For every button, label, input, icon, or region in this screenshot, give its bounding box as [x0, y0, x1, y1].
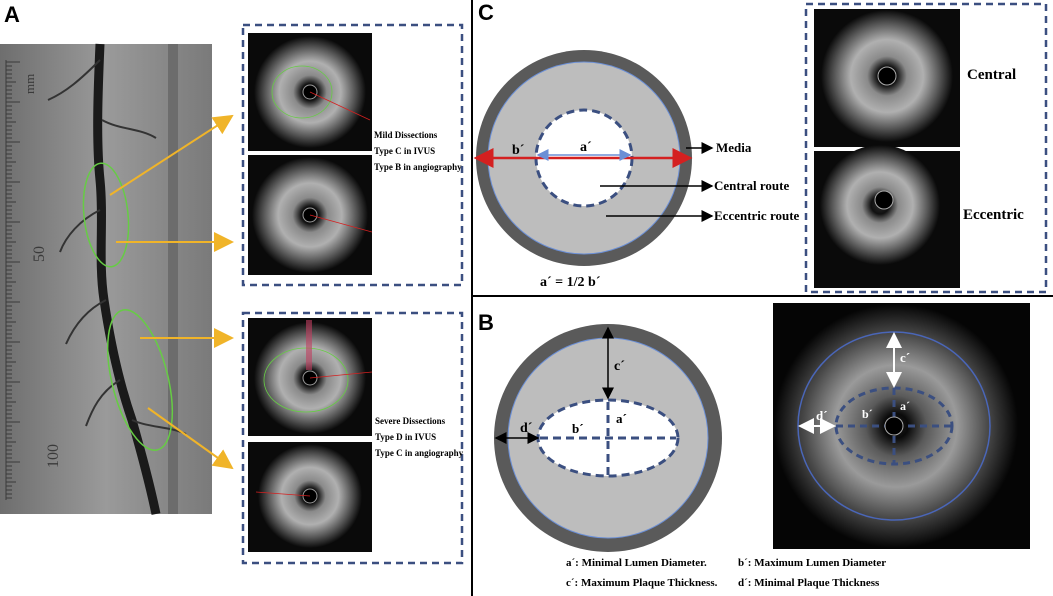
legend-a: a´: Minimal Lumen Diameter.: [566, 557, 707, 569]
mild-line-1: Mild Dissections: [374, 130, 438, 140]
panel-a-letter: A: [4, 2, 20, 27]
panel-c-label-a: a´: [580, 140, 592, 155]
panel-b-label-d: d´: [520, 421, 533, 436]
panel-c-label-b: b´: [512, 143, 525, 158]
yellow-arrow-1: [109, 114, 234, 196]
lesion-ellipse-severe: [106, 309, 174, 451]
ivus-image-a4: [248, 442, 372, 552]
ruler-unit: mm: [22, 74, 37, 94]
panel-b-diagram: [494, 324, 722, 552]
panel-b-label-a: a´: [616, 411, 627, 426]
ivus-image-measure: [773, 303, 1030, 549]
angiography-image: mm 50 100: [0, 43, 212, 515]
central-route-label: Central route: [714, 178, 789, 193]
lesion-ellipse-mild: [82, 162, 130, 268]
severe-line-2: Type D in IVUS: [375, 432, 436, 442]
panel-b-letter: B: [478, 310, 494, 335]
ivus-image-central: [814, 9, 960, 147]
ivus-image-eccentric: [814, 145, 960, 288]
equation-label: a´ = 1/2 b´: [540, 275, 601, 290]
ivus-image-a1: [248, 33, 372, 151]
panel-b-label-c: c´: [614, 359, 625, 374]
severe-line-1: Severe Dissections: [375, 416, 446, 426]
ruler-ticks: [6, 61, 20, 499]
mild-dissection-box: [241, 23, 464, 287]
ivus-label-d: d´: [816, 408, 828, 423]
ivus-image-a3: [248, 318, 373, 436]
route-example-box: [804, 2, 1048, 294]
yellow-arrow-4: [147, 407, 234, 470]
ruler-label-100: 100: [45, 444, 62, 468]
legend-c: c´: Maximum Plaque Thickness.: [566, 577, 718, 589]
mild-line-2: Type C in IVUS: [374, 146, 435, 156]
media-label: Media: [716, 140, 752, 155]
eccentric-route-label: Eccentric route: [714, 208, 800, 223]
mild-line-3: Type B in angiography: [374, 162, 462, 172]
central-label: Central: [967, 67, 1016, 83]
legend-d: d´: Minimal Plaque Thickness: [738, 577, 880, 589]
legend-b: b´: Maximum Lumen Diameter: [738, 557, 886, 569]
ivus-label-a: a´: [900, 399, 910, 413]
severe-dissection-box: [241, 311, 464, 565]
eccentric-label: Eccentric: [963, 207, 1024, 223]
ivus-label-c: c´: [900, 350, 910, 365]
severe-line-3: Type C in angiography: [375, 448, 464, 458]
panel-b-label-b: b´: [572, 421, 584, 436]
panel-c-letter: C: [478, 0, 494, 25]
panel-c-diagram: [473, 50, 714, 266]
ruler-label-50: 50: [31, 246, 48, 262]
ivus-label-b: b´: [862, 407, 873, 421]
ivus-image-a2: [248, 155, 373, 275]
